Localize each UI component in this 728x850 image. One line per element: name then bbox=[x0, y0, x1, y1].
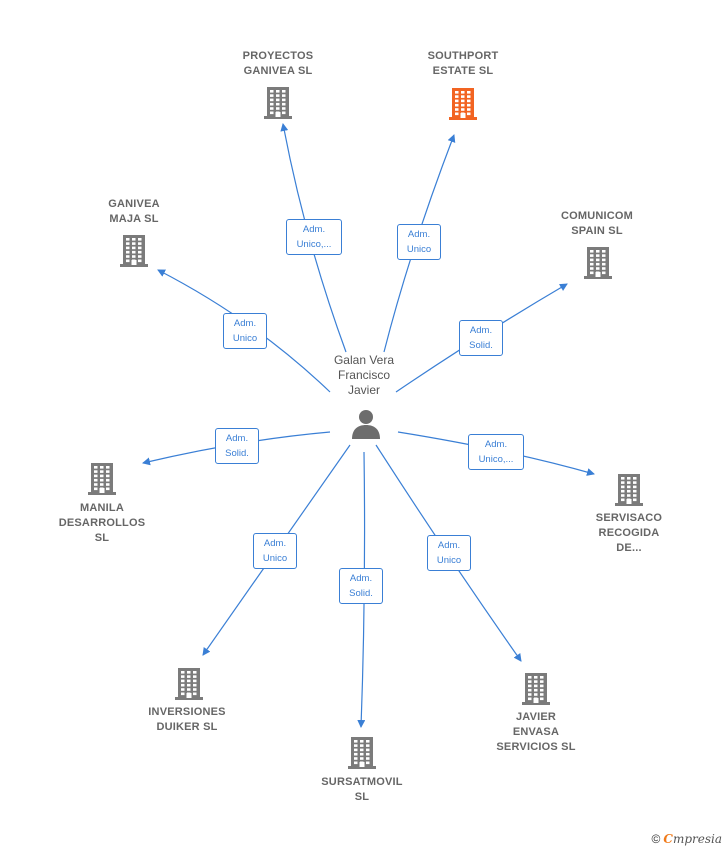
company-label-line: MAJA SL bbox=[109, 213, 159, 225]
company-label-line: ESTATE SL bbox=[432, 65, 494, 77]
company-label-line: ENVASA bbox=[512, 726, 560, 738]
empresia-logo: Cmpresia bbox=[663, 832, 722, 846]
building-icon bbox=[584, 247, 612, 279]
role-label-line: Solid. bbox=[469, 340, 493, 351]
company-label-line: SL bbox=[354, 791, 370, 803]
role-label-servisaco-recogida: Adm. Unico,... bbox=[468, 434, 524, 470]
footer-brand: © Cmpresia bbox=[652, 832, 722, 846]
person-name-line: Galan Vera bbox=[333, 353, 395, 367]
building-icon bbox=[348, 737, 376, 769]
building-icon bbox=[120, 235, 148, 267]
person-node[interactable] bbox=[350, 408, 382, 445]
company-label-manila-desarrollos[interactable]: MANILA DESARROLLOS SL bbox=[44, 501, 160, 546]
company-node-inversiones-duiker[interactable] bbox=[173, 666, 205, 705]
role-label-ganivea-maja: Adm. Unico bbox=[223, 313, 267, 349]
role-label-sursatmovil: Adm. Solid. bbox=[339, 568, 383, 604]
role-label-line: Adm. bbox=[349, 573, 373, 584]
role-label-line: Unico bbox=[262, 553, 288, 564]
copyright-symbol: © bbox=[651, 832, 661, 846]
role-label-line: Unico,... bbox=[478, 454, 514, 465]
role-label-line: Adm. bbox=[437, 540, 461, 551]
role-label-manila-desarrollos: Adm. Solid. bbox=[215, 428, 259, 464]
role-label-line: Unico bbox=[232, 333, 258, 344]
company-node-sursatmovil[interactable] bbox=[346, 735, 378, 774]
role-label-line: Solid. bbox=[349, 588, 373, 599]
building-icon bbox=[88, 463, 116, 495]
company-label-line: DESARROLLOS bbox=[58, 517, 146, 529]
company-node-javier-envasa[interactable] bbox=[520, 671, 552, 710]
company-node-servisaco-recogida[interactable] bbox=[613, 472, 645, 511]
role-label-line: Adm. bbox=[407, 229, 431, 240]
company-label-line: SERVICIOS SL bbox=[496, 741, 576, 753]
building-icon bbox=[449, 88, 477, 120]
company-label-javier-envasa[interactable]: JAVIER ENVASA SERVICIOS SL bbox=[478, 710, 594, 755]
person-name-line: Javier bbox=[347, 383, 380, 397]
company-node-proyectos-ganivea[interactable] bbox=[262, 85, 294, 124]
role-label-line: Adm. bbox=[469, 325, 493, 336]
company-label-southport-estate[interactable]: SOUTHPORT ESTATE SL bbox=[408, 49, 518, 79]
role-label-line: Solid. bbox=[225, 448, 249, 459]
company-label-line: DUIKER SL bbox=[156, 721, 218, 733]
company-node-ganivea-maja[interactable] bbox=[118, 233, 150, 272]
role-label-line: Unico bbox=[436, 555, 462, 566]
company-node-comunicom-spain[interactable] bbox=[582, 245, 614, 284]
company-label-line: SOUTHPORT bbox=[427, 50, 499, 62]
role-label-line: Unico bbox=[406, 244, 432, 255]
company-label-ganivea-maja[interactable]: GANIVEA MAJA SL bbox=[94, 197, 174, 227]
company-node-southport-estate[interactable] bbox=[447, 86, 479, 125]
role-label-line: Adm. bbox=[225, 433, 249, 444]
company-label-line: SPAIN SL bbox=[571, 225, 623, 237]
building-icon bbox=[615, 474, 643, 506]
company-label-comunicom-spain[interactable]: COMUNICOM SPAIN SL bbox=[545, 209, 649, 239]
company-label-line: DE... bbox=[616, 542, 642, 554]
company-label-line: GANIVEA bbox=[108, 198, 160, 210]
building-icon bbox=[522, 673, 550, 705]
company-label-line: SL bbox=[94, 532, 110, 544]
role-label-line: Unico,... bbox=[296, 239, 332, 250]
role-label-javier-envasa: Adm. Unico bbox=[427, 535, 471, 571]
company-label-servisaco-recogida[interactable]: SERVISACO RECOGIDA DE... bbox=[575, 511, 683, 556]
role-label-proyectos-ganivea: Adm. Unico,... bbox=[286, 219, 342, 255]
company-label-line: JAVIER bbox=[515, 711, 557, 723]
role-label-comunicom-spain: Adm. Solid. bbox=[459, 320, 503, 356]
company-label-sursatmovil[interactable]: SURSATMOVIL SL bbox=[305, 775, 419, 805]
role-label-southport-estate: Adm. Unico bbox=[397, 224, 441, 260]
person-icon bbox=[352, 410, 380, 439]
company-label-line: PROYECTOS bbox=[242, 50, 314, 62]
company-label-line: COMUNICOM bbox=[560, 210, 634, 222]
role-label-line: Adm. bbox=[484, 439, 508, 450]
building-icon bbox=[175, 668, 203, 700]
company-label-line: SERVISACO bbox=[595, 512, 663, 524]
person-name-line: Francisco bbox=[337, 368, 390, 382]
company-label-line: RECOGIDA bbox=[598, 527, 660, 539]
role-label-line: Adm. bbox=[302, 224, 326, 235]
role-label-line: Adm. bbox=[233, 318, 257, 329]
role-label-inversiones-duiker: Adm. Unico bbox=[253, 533, 297, 569]
building-icon bbox=[264, 87, 292, 119]
company-label-line: INVERSIONES bbox=[148, 706, 226, 718]
company-label-proyectos-ganivea[interactable]: PROYECTOS GANIVEA SL bbox=[226, 49, 330, 79]
role-label-line: Adm. bbox=[263, 538, 287, 549]
company-node-manila-desarrollos[interactable] bbox=[86, 461, 118, 500]
company-label-line: MANILA bbox=[80, 502, 124, 514]
company-label-inversiones-duiker[interactable]: INVERSIONES DUIKER SL bbox=[128, 705, 246, 735]
company-label-line: SURSATMOVIL bbox=[321, 776, 403, 788]
company-label-line: GANIVEA SL bbox=[243, 65, 313, 77]
